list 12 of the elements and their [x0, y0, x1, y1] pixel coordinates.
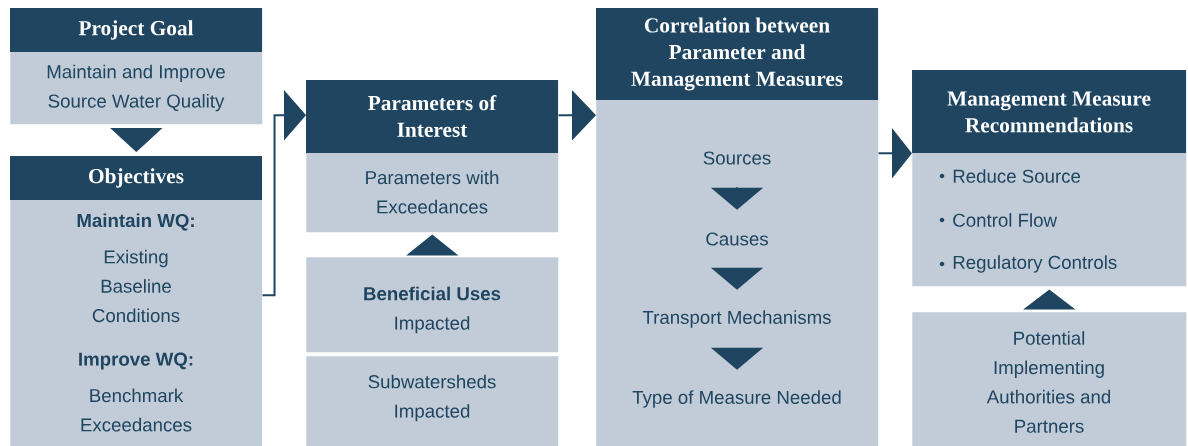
- input-box: Potential Implementing Authorities and Partners: [912, 312, 1187, 446]
- arrow: [261, 90, 306, 297]
- step-text: Causes: [706, 232, 768, 246]
- step-box: Management Measure Recommendations Reduce Source Control Flow Regulatory Controls: [912, 70, 1187, 287]
- step-text: Sources: [703, 151, 771, 165]
- step-box: Parameters of Interest Parameters with Exceedances: [306, 80, 559, 233]
- step-text: Transport Mechanisms: [642, 310, 831, 328]
- step-box: Objectives Maintain WQ: Existing Baseline Conditions Improve WQ: Benchmark Exceedances: [10, 156, 263, 446]
- input-box: Subwatersheds Impacted: [306, 356, 559, 446]
- step-box: Project Goal Maintain and Improve Source Water Quality: [10, 8, 263, 125]
- input-box: Beneficial Uses Impacted: [306, 257, 559, 353]
- step-text: Type of Measure Needed: [632, 390, 841, 408]
